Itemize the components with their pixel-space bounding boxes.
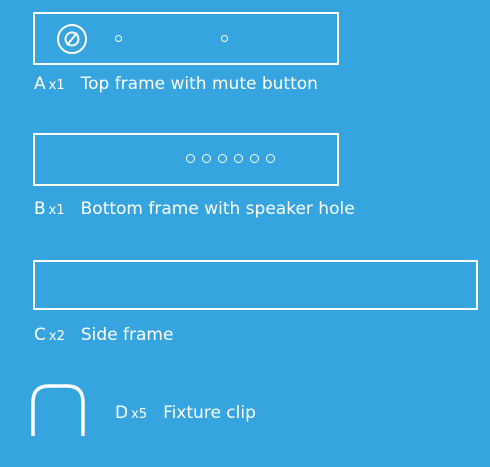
speaker-hole-icon	[186, 154, 195, 163]
fixture-clip-icon	[31, 384, 85, 436]
speaker-hole-icon	[202, 154, 211, 163]
part-quantity: x5	[131, 407, 148, 422]
speaker-hole-icon	[266, 154, 275, 163]
part-description: Top frame with mute button	[80, 74, 318, 94]
part-letter: A	[34, 74, 46, 94]
mute-button-icon	[57, 24, 87, 54]
side-frame-drawing	[33, 260, 478, 310]
part-quantity: x1	[48, 78, 65, 93]
pin-hole-icon	[221, 35, 228, 42]
part-quantity: x2	[48, 329, 65, 344]
part-description: Side frame	[80, 325, 174, 345]
top-frame-drawing	[33, 12, 339, 65]
part-quantity: x1	[48, 203, 65, 218]
speaker-hole-icon	[218, 154, 227, 163]
part-letter: B	[34, 199, 46, 219]
bottom-frame-drawing	[33, 133, 339, 186]
part-description: Fixture clip	[163, 403, 256, 423]
pin-hole-icon	[115, 35, 122, 42]
speaker-hole-icon	[234, 154, 243, 163]
speaker-hole-icon	[250, 154, 259, 163]
speaker-hole-row	[186, 154, 275, 163]
part-letter: D	[115, 403, 129, 423]
part-description: Bottom frame with speaker hole	[80, 199, 355, 219]
part-letter: C	[34, 325, 46, 345]
